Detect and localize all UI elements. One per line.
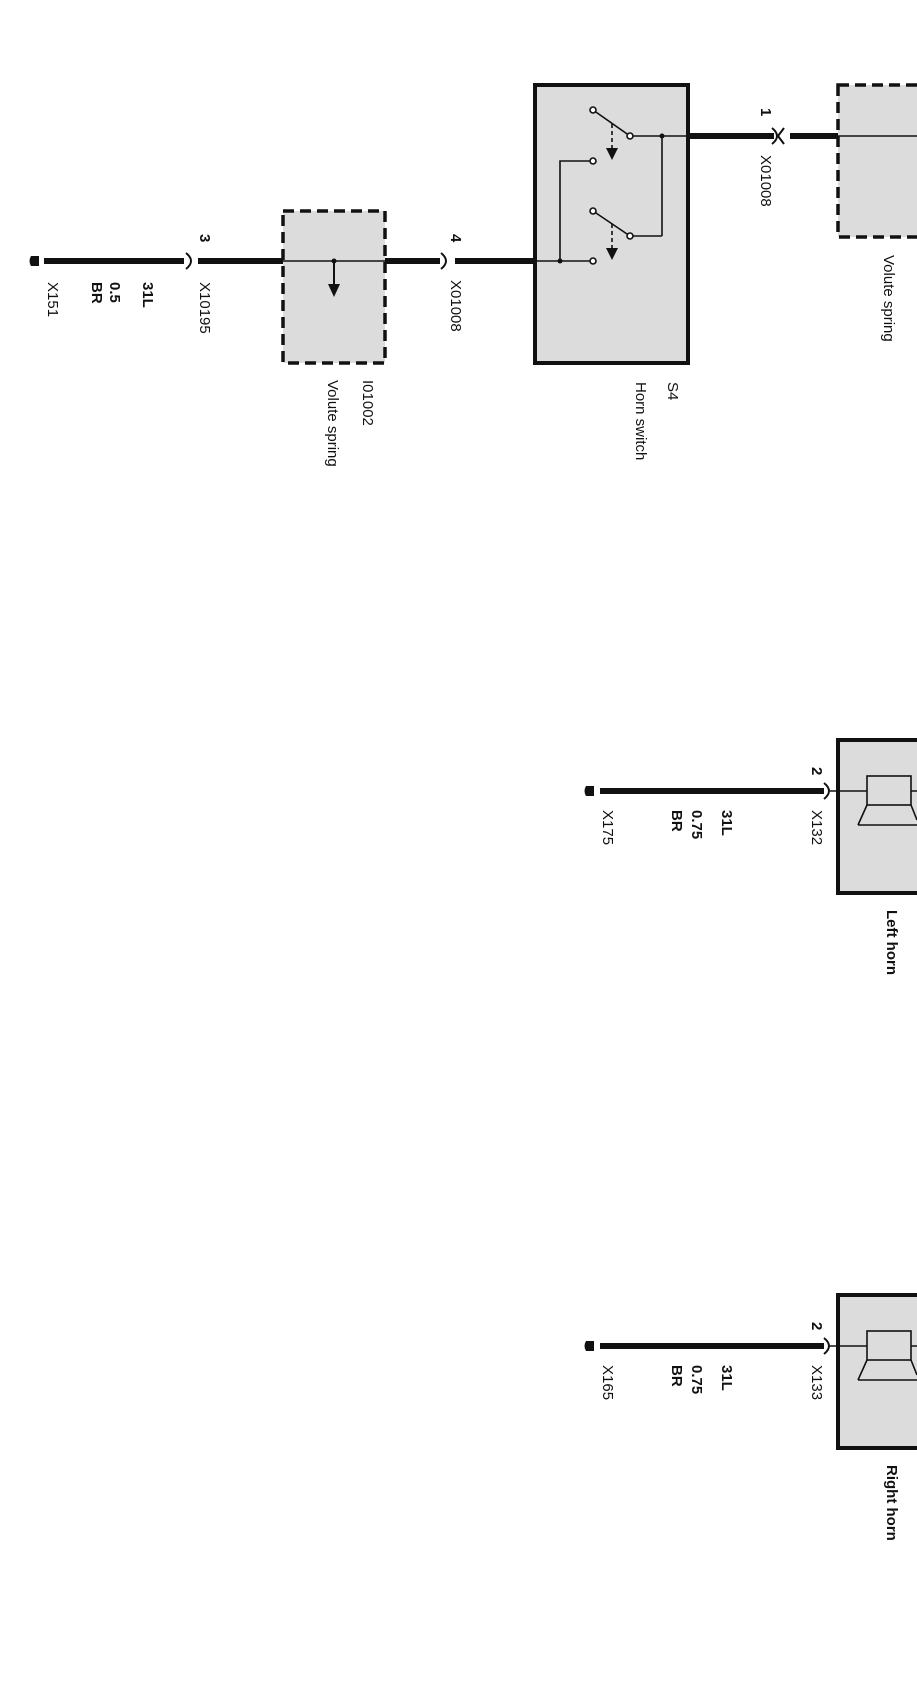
horn-switch-id: S4 xyxy=(664,382,681,400)
pin-4: 4 xyxy=(447,234,464,243)
connector-id-top: X01008 xyxy=(757,155,774,207)
connector-id-right: X133 xyxy=(808,1365,825,1400)
left-horn-label: Left horn xyxy=(883,910,900,975)
connector-id-spring: X10195 xyxy=(196,282,213,334)
wire-circuit: 31L xyxy=(718,1365,735,1391)
connector-x01008-switch xyxy=(440,252,447,270)
connector-x01008-top xyxy=(771,127,785,145)
connector-x10195 xyxy=(185,252,192,270)
volute-spring-id: I01002 xyxy=(359,380,376,426)
wire-circuit: 31L xyxy=(718,810,735,836)
volute-spring-top: Volute spring xyxy=(836,83,917,342)
right-horn: 2 X133 31L 0.75 BR X165 Right horn xyxy=(584,1293,917,1541)
pin-3: 3 xyxy=(196,234,213,242)
pin-1: 1 xyxy=(757,108,774,116)
left-horn: 2 X132 31L 0.75 BR X175 Left horn xyxy=(584,738,917,975)
wire-circuit: 31L xyxy=(139,282,156,308)
connector-x132 xyxy=(823,782,830,800)
connector-id-left: X132 xyxy=(808,810,825,845)
wire-size: 0.75 xyxy=(688,810,705,839)
ground-icon xyxy=(584,1341,594,1351)
pin-2-left: 2 xyxy=(808,767,825,775)
volute-spring: I01002 Volute spring xyxy=(281,209,387,467)
horn-switch: S4 Horn switch xyxy=(533,83,690,460)
ground-id: X175 xyxy=(599,810,616,845)
ground-icon xyxy=(29,256,39,266)
right-horn-label: Right horn xyxy=(883,1465,900,1541)
wire-color: BR xyxy=(668,1365,685,1387)
ground-id: X151 xyxy=(44,282,61,317)
horn-switch-label: Horn switch xyxy=(632,382,649,460)
volute-spring-label: Volute spring xyxy=(324,380,341,467)
wire-size: 0.75 xyxy=(688,1365,705,1394)
ground-id: X165 xyxy=(599,1365,616,1400)
pin-2-right: 2 xyxy=(808,1322,825,1330)
wire-color: BR xyxy=(668,810,685,832)
ground-icon xyxy=(584,786,594,796)
connector-id-switch: X01008 xyxy=(447,280,464,332)
wire-color: BR xyxy=(88,282,105,304)
volute-spring-top-label: Volute spring xyxy=(880,255,897,342)
connector-x133 xyxy=(823,1337,830,1355)
wire-size: 0.5 xyxy=(106,282,123,303)
